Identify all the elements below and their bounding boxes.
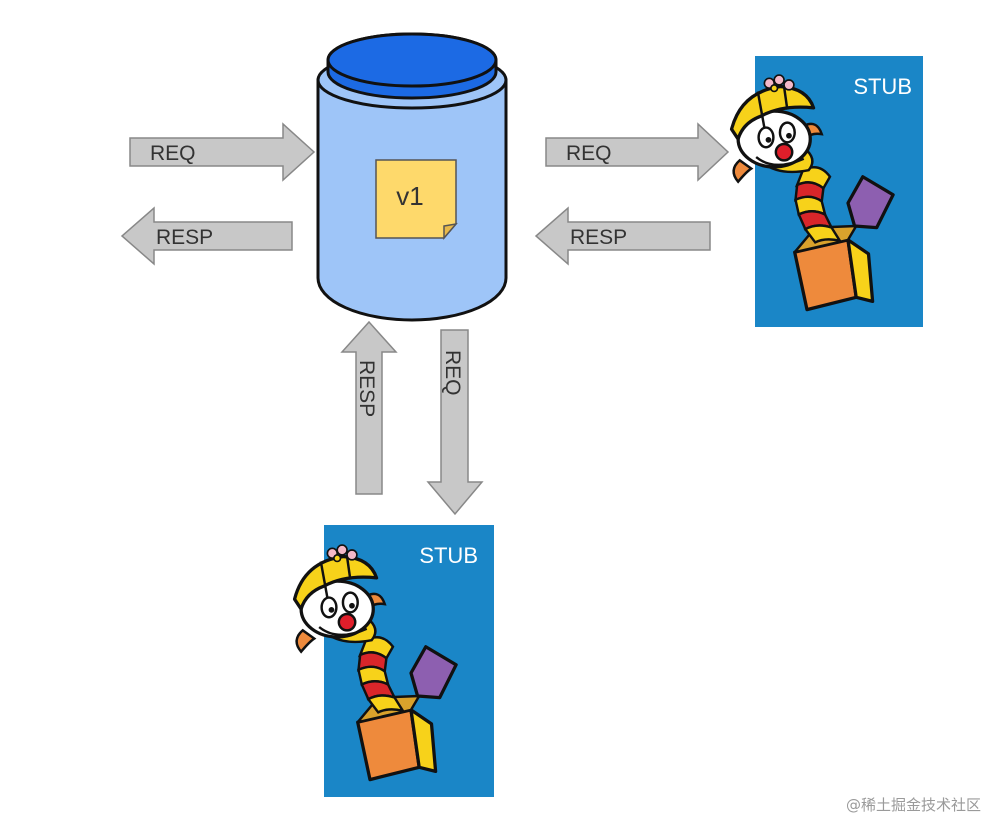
stub-bottom-req-label: REQ [441, 350, 464, 396]
client-req-arrow: REQ [129, 122, 316, 182]
client-req-label: REQ [150, 142, 196, 165]
stub-bottom-resp-label: RESP [355, 360, 378, 417]
stub-bottom: STUB [292, 525, 494, 797]
watermark: @稀土掘金技术社区 [845, 796, 981, 814]
stub-right: STUB [729, 56, 923, 327]
client-resp-arrow: RESP [120, 206, 293, 266]
stub-right-resp-label: RESP [570, 226, 627, 249]
stub-right-req-label: REQ [566, 142, 612, 165]
version-label: v1 [396, 181, 423, 211]
stub-bottom-req-arrow: REQ [426, 329, 484, 516]
stub-bottom-label: STUB [419, 543, 478, 568]
version-note: v1 [375, 159, 458, 241]
client-resp-label: RESP [156, 226, 213, 249]
cylinder-lid [326, 32, 498, 88]
stub-right-resp-arrow: RESP [534, 206, 711, 266]
stub-right-label: STUB [853, 74, 912, 99]
stub-right-req-arrow: REQ [545, 122, 730, 182]
stub-bottom-resp-arrow: RESP [340, 320, 398, 495]
